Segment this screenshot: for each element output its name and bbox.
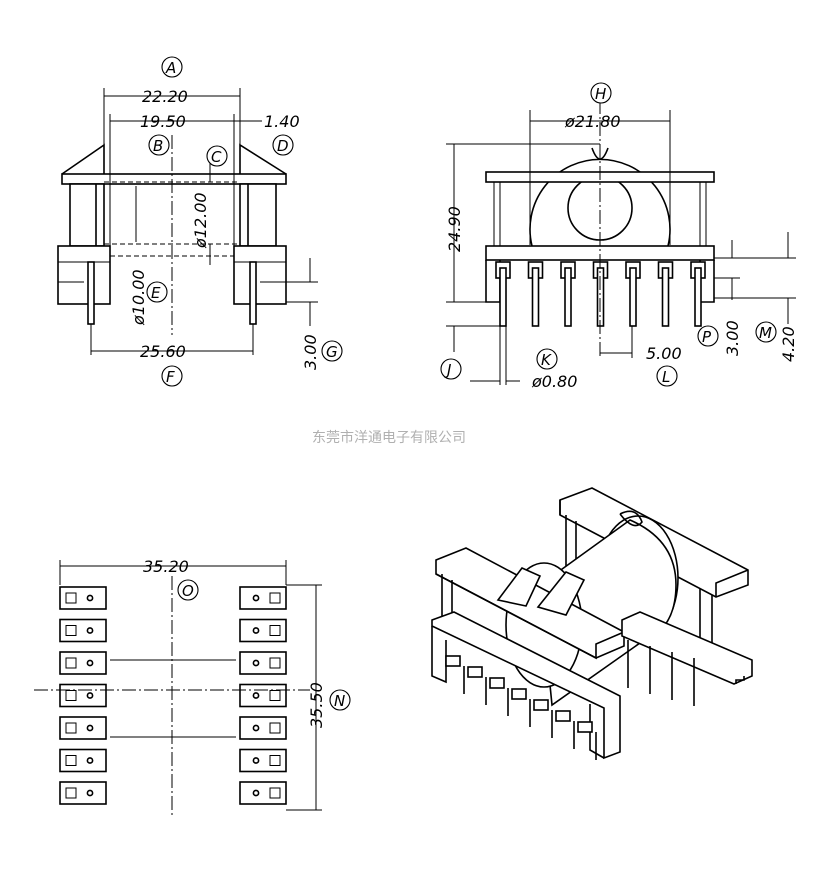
pin-pad bbox=[59, 781, 107, 805]
pin-tab bbox=[65, 787, 77, 799]
iso-pin-tab bbox=[555, 710, 571, 722]
pin bbox=[661, 267, 670, 327]
pin-hole bbox=[86, 757, 94, 764]
pin bbox=[629, 267, 637, 327]
left-pin-column bbox=[59, 586, 107, 805]
pin-tab bbox=[65, 657, 77, 669]
pin-hole bbox=[86, 692, 94, 699]
pin-pad bbox=[239, 781, 287, 805]
pin-pad bbox=[239, 748, 287, 773]
pin-pad bbox=[239, 651, 287, 675]
iso-pin-tab bbox=[489, 677, 505, 689]
front-view: 22.20 19.50 1.40 25.60 ø12.00 ø10.00 3.0… bbox=[57, 56, 343, 387]
iso-pin-tab bbox=[467, 666, 483, 678]
pin-pad bbox=[59, 683, 107, 708]
pin-pad bbox=[239, 618, 287, 643]
dim-m-value: 4.20 bbox=[779, 326, 798, 362]
pin-pad bbox=[239, 683, 287, 708]
dim-a-value: 22.20 bbox=[142, 87, 188, 106]
label-l: L bbox=[662, 368, 670, 386]
pin-hole bbox=[252, 692, 260, 699]
pin-tab bbox=[65, 690, 77, 701]
pin-pad bbox=[59, 716, 107, 740]
pin bbox=[531, 267, 540, 327]
dim-f-value: 25.60 bbox=[140, 342, 186, 361]
dim-h-value: ø21.80 bbox=[564, 112, 621, 131]
label-p: P bbox=[702, 328, 712, 346]
dim-c-value: ø12.00 bbox=[191, 192, 210, 249]
label-d: D bbox=[277, 137, 289, 155]
dim-p-value: 3.00 bbox=[723, 320, 742, 356]
pin-hole bbox=[252, 594, 260, 602]
label-o: O bbox=[182, 582, 194, 600]
label-h: H bbox=[595, 85, 606, 103]
label-m: M bbox=[759, 324, 772, 342]
label-k: K bbox=[541, 351, 552, 369]
side-pins bbox=[495, 261, 706, 327]
label-b: B bbox=[153, 137, 163, 155]
label-f: F bbox=[166, 368, 175, 386]
label-j: J bbox=[444, 361, 451, 379]
dim-b-value: 19.50 bbox=[140, 112, 186, 131]
pin-hole bbox=[252, 627, 260, 634]
pin-hole bbox=[252, 659, 260, 667]
dim-n-value: 35.50 bbox=[307, 682, 326, 728]
pin-pad bbox=[239, 586, 287, 610]
label-e: E bbox=[151, 284, 161, 302]
dim-l-value: 5.00 bbox=[646, 344, 682, 363]
pin bbox=[564, 267, 572, 327]
dim-g-value: 3.00 bbox=[301, 334, 320, 370]
label-c: C bbox=[211, 148, 222, 166]
pin-tab bbox=[269, 592, 281, 604]
pin-hole bbox=[86, 724, 94, 732]
company-watermark: 东莞市洋通电子有限公司 bbox=[312, 429, 466, 446]
dim-k-value: ø0.80 bbox=[531, 372, 577, 391]
pin-tab bbox=[269, 722, 281, 734]
bottom-view: 35.20 35.50 O N bbox=[34, 557, 351, 818]
isometric-view bbox=[431, 487, 753, 760]
pin-hole bbox=[86, 789, 94, 797]
pin-pad bbox=[59, 618, 107, 643]
dim-j-value: 24.90 bbox=[445, 206, 464, 252]
pin-tab bbox=[269, 690, 281, 701]
label-n: N bbox=[334, 692, 345, 710]
pin-pad bbox=[239, 716, 287, 740]
dim-o-value: 35.20 bbox=[143, 557, 189, 576]
pin-pad bbox=[59, 748, 107, 773]
isometric-pins bbox=[445, 640, 695, 760]
pin-tab bbox=[269, 657, 281, 669]
label-a: A bbox=[165, 59, 176, 77]
pin-hole bbox=[252, 789, 260, 797]
iso-pin-tab bbox=[445, 655, 461, 667]
pin-pad bbox=[59, 586, 107, 610]
pin-hole bbox=[86, 627, 94, 634]
right-pin-column bbox=[239, 586, 287, 805]
iso-pin-tab bbox=[577, 721, 593, 733]
pin bbox=[499, 267, 507, 327]
label-g: G bbox=[326, 343, 338, 361]
side-view: ø21.80 24.90 ø0.80 5.00 3.00 4.20 H J K … bbox=[440, 82, 798, 391]
pin-tab bbox=[269, 625, 281, 636]
pin-tab bbox=[65, 592, 77, 604]
pin-hole bbox=[86, 594, 94, 602]
pin-hole bbox=[86, 659, 94, 667]
pin-tab bbox=[65, 625, 77, 636]
dim-d-value: 1.40 bbox=[264, 112, 300, 131]
dim-e-value: ø10.00 bbox=[129, 269, 148, 326]
pin-pad bbox=[59, 651, 107, 675]
pin-hole bbox=[252, 757, 260, 764]
pin-tab bbox=[269, 755, 281, 766]
iso-pin-tab bbox=[533, 699, 549, 711]
pin bbox=[694, 267, 702, 327]
iso-pin-tab bbox=[511, 688, 527, 700]
pin-hole bbox=[252, 724, 260, 732]
pin-tab bbox=[65, 722, 77, 734]
pin-tab bbox=[269, 787, 281, 799]
pin-tab bbox=[65, 755, 77, 766]
